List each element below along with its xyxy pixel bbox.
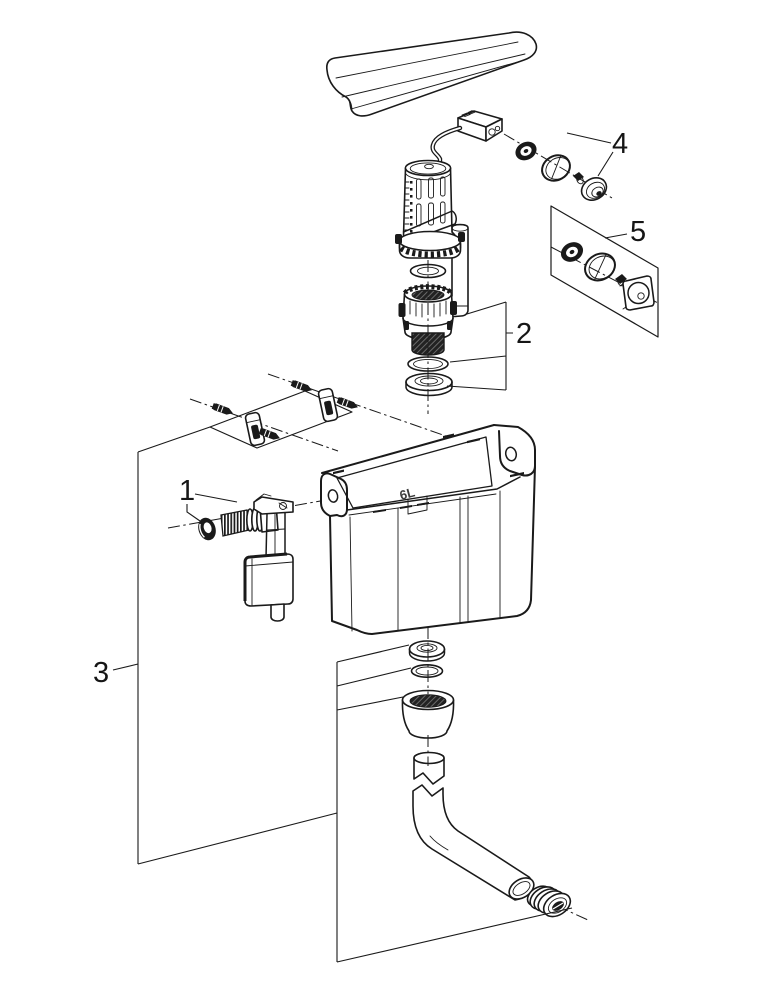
valve-body	[395, 159, 465, 259]
tank-back-edge	[321, 424, 495, 474]
o-ring	[584, 252, 616, 282]
outlet-seal-ring	[408, 640, 446, 662]
outlet-funnel	[401, 689, 455, 739]
tank-right-ear	[493, 424, 536, 477]
outlet-stub	[270, 603, 285, 622]
cistern-tank: 6L	[320, 424, 536, 635]
valve-seal-ring	[405, 372, 453, 397]
pipe-connector-seal	[526, 885, 572, 918]
flush-valve	[395, 159, 469, 397]
part4-button-set: 4	[515, 128, 628, 201]
tank-outlet-seals	[401, 640, 455, 739]
valve-seat-basket	[398, 284, 457, 341]
callout4-leader-a	[566, 132, 612, 144]
part3-callout: 3	[93, 426, 573, 963]
valve-flange	[398, 230, 462, 252]
tank-front-rim	[346, 476, 521, 511]
tank-volume-marking: 6L	[398, 484, 417, 502]
mounting-screw	[211, 402, 235, 418]
outlet-o-ring	[410, 663, 444, 678]
flush-pipe	[412, 751, 535, 901]
tank-outline	[329, 465, 536, 635]
grommet-seal	[515, 141, 537, 161]
round-push-button	[573, 172, 608, 201]
callout5-leader	[604, 233, 628, 239]
pipe-end-opening	[508, 877, 535, 900]
cistern-lid	[326, 31, 538, 117]
callout1-leaders	[186, 493, 238, 522]
valve-head	[253, 493, 294, 515]
inlet-seal-nut	[198, 517, 216, 541]
mounting-screw	[290, 379, 314, 395]
callout4-leader-b	[597, 151, 614, 177]
rim-notch	[407, 495, 428, 515]
inlet-shank-threads	[220, 509, 250, 537]
tank-left-ear	[320, 472, 348, 518]
mounting-clips-panel	[209, 379, 360, 449]
o-ring	[541, 154, 571, 182]
part2-callout: 2	[446, 301, 532, 391]
part5-button-set: 5	[550, 205, 659, 338]
rim-slots	[333, 433, 524, 513]
callout-label-1: 1	[179, 475, 195, 507]
square-push-button	[615, 274, 655, 311]
wall-clip	[317, 387, 339, 423]
part5-box-outline	[550, 205, 659, 338]
callout-label-2: 2	[516, 318, 532, 350]
fill-valve: 1	[179, 475, 294, 622]
connector-box	[430, 110, 503, 167]
callout-label-3: 3	[93, 657, 109, 689]
threaded-collar	[411, 332, 445, 356]
connector-box-side	[485, 118, 503, 142]
tank-opening	[336, 436, 493, 509]
callout-label-4: 4	[612, 128, 628, 160]
mounting-screw	[336, 396, 360, 412]
valve-column	[265, 512, 286, 559]
grommet-seal	[560, 242, 584, 262]
tank-ribs	[349, 490, 501, 632]
float-cup	[243, 552, 294, 607]
callout3-bracket	[112, 426, 573, 963]
clips-panel-outline	[209, 390, 353, 449]
part5-axis-line	[550, 246, 659, 304]
scale-marks	[404, 181, 413, 233]
callout-label-5: 5	[630, 216, 646, 248]
